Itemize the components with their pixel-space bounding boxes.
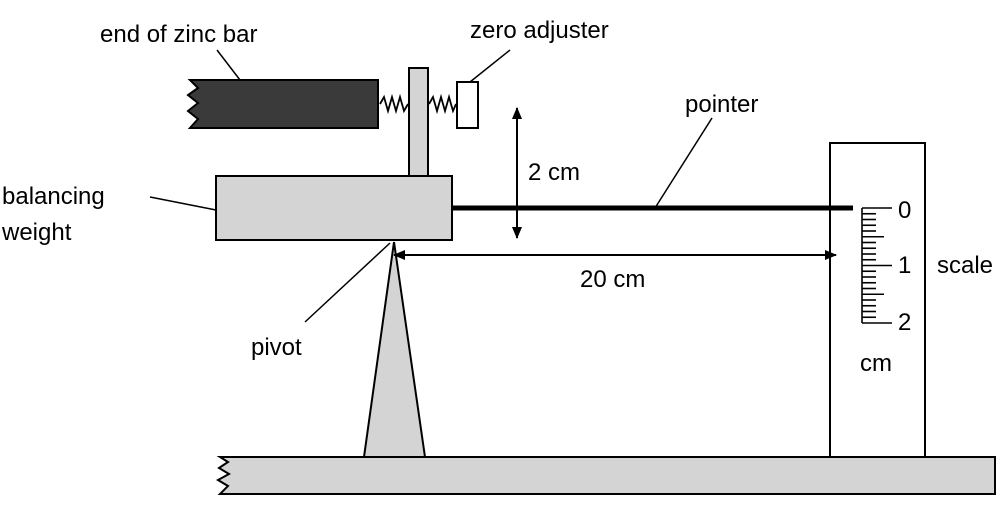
scale-unit-label: cm <box>860 350 892 377</box>
spring-left <box>379 93 409 115</box>
length-label: 20 cm <box>580 266 645 293</box>
zinc-bar-label: end of zinc bar <box>100 21 257 48</box>
scale-tick-label-1: 1 <box>898 252 911 279</box>
zero-adjuster-label: zero adjuster <box>470 17 609 44</box>
scale-tick-label-2: 2 <box>898 309 911 336</box>
leader-pivot <box>304 242 391 323</box>
scale-ticks <box>861 207 892 324</box>
scale-label: scale <box>937 252 993 279</box>
pointer-label: pointer <box>685 91 758 118</box>
zinc-bar <box>186 79 379 129</box>
scale-board <box>829 142 926 458</box>
vertical-post <box>408 67 429 177</box>
base-bench <box>215 456 996 495</box>
leader-zero-adjuster <box>469 49 511 83</box>
zero-adjuster-block <box>456 81 479 129</box>
leader-zinc-bar <box>216 49 241 81</box>
balancing-weight-block <box>215 175 453 241</box>
leader-balancing-weight <box>149 196 217 211</box>
balancing-weight-label-line1: balancing <box>2 183 105 210</box>
scale-tick-label-0: 0 <box>898 197 911 224</box>
spring-right <box>428 93 457 115</box>
balancing-weight-label-line2: weight <box>1 219 72 246</box>
pivot-support <box>362 241 427 458</box>
leader-pointer <box>654 117 713 209</box>
gap-label: 2 cm <box>528 159 580 186</box>
pivot-label: pivot <box>251 334 302 361</box>
